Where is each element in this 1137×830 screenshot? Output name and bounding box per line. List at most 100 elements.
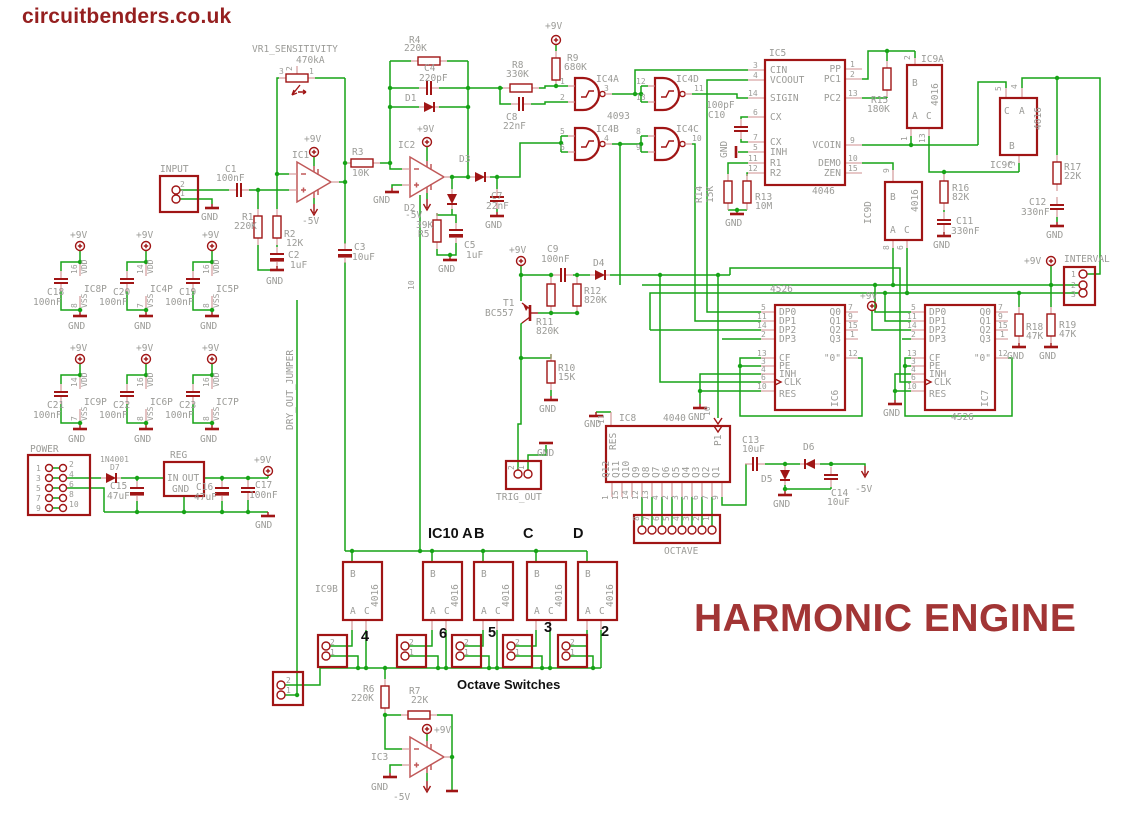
schematic-label: IC9B [315,584,338,595]
schematic-label: C [523,526,534,542]
schematic-label: 1 [309,67,314,76]
schematic-label: PC1 [824,74,841,85]
schematic-label: 2 [570,638,575,647]
potentiometer-vr1 [278,73,316,96]
schematic-label: 8 [69,490,74,499]
schematic-label: Q12 [601,461,612,478]
schematic-title: HARMONIC ENGINE [694,597,1077,640]
octave-sw-conn-4 [501,633,534,669]
resistor-r5 [432,212,442,250]
capacitor-c15 [129,480,145,502]
schematic-label: B [481,569,487,580]
schematic-label: R5 [418,229,429,240]
schematic-label: 14 [136,264,145,274]
schematic-label: IC7P [216,397,239,408]
schematic-label: 10uF [827,497,850,508]
schematic-label: C [904,225,910,236]
schematic-label: 100pF [706,100,735,111]
dry-out-connector-box [271,670,305,707]
schematic-label: R19 [1059,320,1076,331]
schematic-label: 7 [642,516,651,521]
switch-ic10b-box [472,560,515,622]
schematic-label: -5V [855,484,872,495]
junction-dots [77,48,1060,760]
schematic-label: 82K [952,192,969,203]
power-connector-box [26,453,92,517]
schematic-label: VDD [80,372,89,387]
schematic-label: C4 [424,63,436,74]
wire-network [53,45,1101,791]
schematic-label: Q3 [830,334,841,345]
schematic-label: 6 [691,495,700,500]
schematic-label: 15 [998,321,1008,330]
schematic-label: VCOIN [812,140,841,151]
schematic-label: +9V [1024,256,1041,267]
schematic-label: VDD [146,372,155,387]
schematic-label: Q2 [701,467,712,478]
schematic-label: 5 [681,495,690,500]
schematic-label: 1 [464,648,469,657]
octave-sw-conn-2 [395,633,428,669]
schematic-label: D1 [405,93,417,104]
schematic-label: 47uF [194,492,217,503]
schematic-label: RES [608,433,619,450]
schematic-label: DRY_OUT_JUMPER [285,350,296,430]
schematic-label: 220K [234,221,257,232]
schematic-label: PE [929,361,941,372]
schematic-label: 4016 [605,584,616,607]
schematic-label: 15K [558,372,575,383]
schematic-label: 100nF [165,297,194,308]
schematic-label: 4 [1010,84,1019,89]
schematic-label: +9V [254,455,271,466]
schematic-label: 9 [848,312,853,321]
ic7-4526-box [923,303,997,412]
schematic-label: 4040 [663,413,686,424]
schematic-label: C [444,606,450,617]
schematic-label: 4 [672,516,681,521]
schematic-label: A [912,111,918,122]
schematic-label: 8 [70,303,79,308]
schematic-label: GND [725,218,742,229]
resistor-r19 [1046,306,1056,344]
schematic-label: C13 [742,435,759,446]
schematic-label: 22K [411,695,428,706]
schematic-label: 5 [761,303,766,312]
schematic-label: Q3 [980,334,991,345]
schematic-label: 16 [70,264,79,274]
schematic-label: IC2 [398,140,415,151]
schematic-label: 1 [286,686,291,695]
trig-out-connector-box [504,459,543,491]
schematic-label: REG [170,450,187,461]
schematic-label: 39K [416,220,433,231]
schematic-label: 14 [70,377,79,387]
schematic-label: INH [770,147,787,158]
schematic-label: 1 [409,648,414,657]
schematic-label: 4016 [1033,107,1044,130]
schematic-label: C23 [179,400,196,411]
schematic-label: GND [584,419,601,430]
schematic-label: 12 [631,490,640,500]
schematic-label: VSS [212,293,221,308]
power-9v-ic1 [308,146,320,158]
schematic-label: 1 [1071,270,1076,279]
schematic-label: 14 [621,490,630,500]
schematic-label: 2 [515,638,520,647]
diode-d2 [446,188,458,210]
power-9v-reg [262,465,274,477]
schematic-label: DP0 [929,307,946,318]
schematic-label: ZEN [824,168,841,179]
schematic-label: 3 [1008,161,1017,166]
schematic-label: R8 [512,60,524,71]
schematic-label: 1uF [290,260,307,271]
diode-d4 [589,269,611,281]
schematic-label: 1 [570,648,575,657]
schematic-label: R6 [363,684,375,695]
ic8-4040-box [604,424,732,484]
schematic-label: B [350,569,356,580]
neg5v-ic2 [422,198,432,211]
schematic-label: 10 [757,382,767,391]
schematic-label: +9V [202,230,219,241]
schematic-label: 4016 [930,83,941,106]
